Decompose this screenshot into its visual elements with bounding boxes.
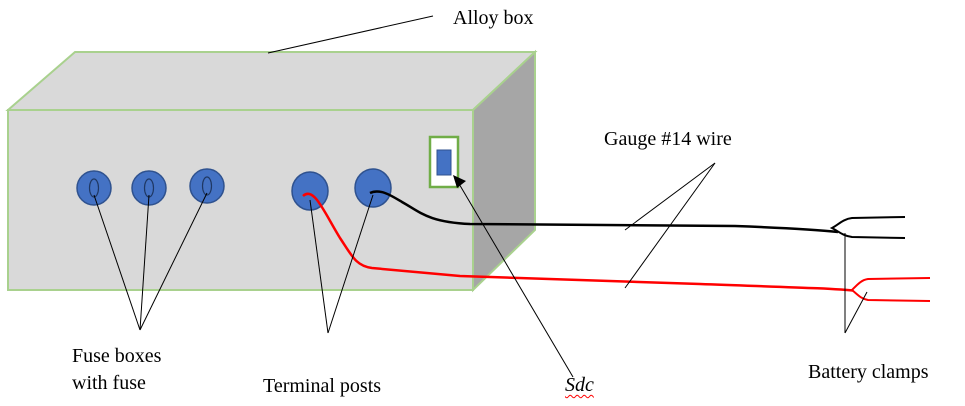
black-wire	[369, 190, 839, 234]
fuse-box	[189, 168, 225, 204]
battery-clamp-black	[829, 216, 906, 239]
box-front-face	[7, 109, 474, 291]
label-battery-clamps: Battery clamps	[808, 361, 929, 383]
label-gauge-wire: Gauge #14 wire	[604, 128, 732, 150]
fuse-box	[76, 170, 112, 206]
terminal-post-black	[354, 168, 392, 208]
fuse-icon	[201, 176, 213, 196]
label-alloy-box: Alloy box	[453, 7, 534, 29]
sdc-arrow-head	[453, 175, 466, 188]
red-wire	[302, 192, 859, 293]
label-with-fuse: with fuse	[72, 372, 146, 394]
terminal-post-red	[291, 171, 329, 211]
leader-lines	[93, 15, 868, 378]
box-top-face	[5, 51, 538, 111]
label-sdc: Sdc	[565, 374, 594, 396]
battery-clamp-red	[850, 277, 931, 302]
sdc-switch	[428, 135, 460, 189]
label-terminal-posts: Terminal posts	[263, 375, 382, 397]
fuse-box	[131, 170, 167, 206]
label-fuse-boxes: Fuse boxes	[72, 345, 162, 367]
fuse-icon	[88, 178, 100, 198]
